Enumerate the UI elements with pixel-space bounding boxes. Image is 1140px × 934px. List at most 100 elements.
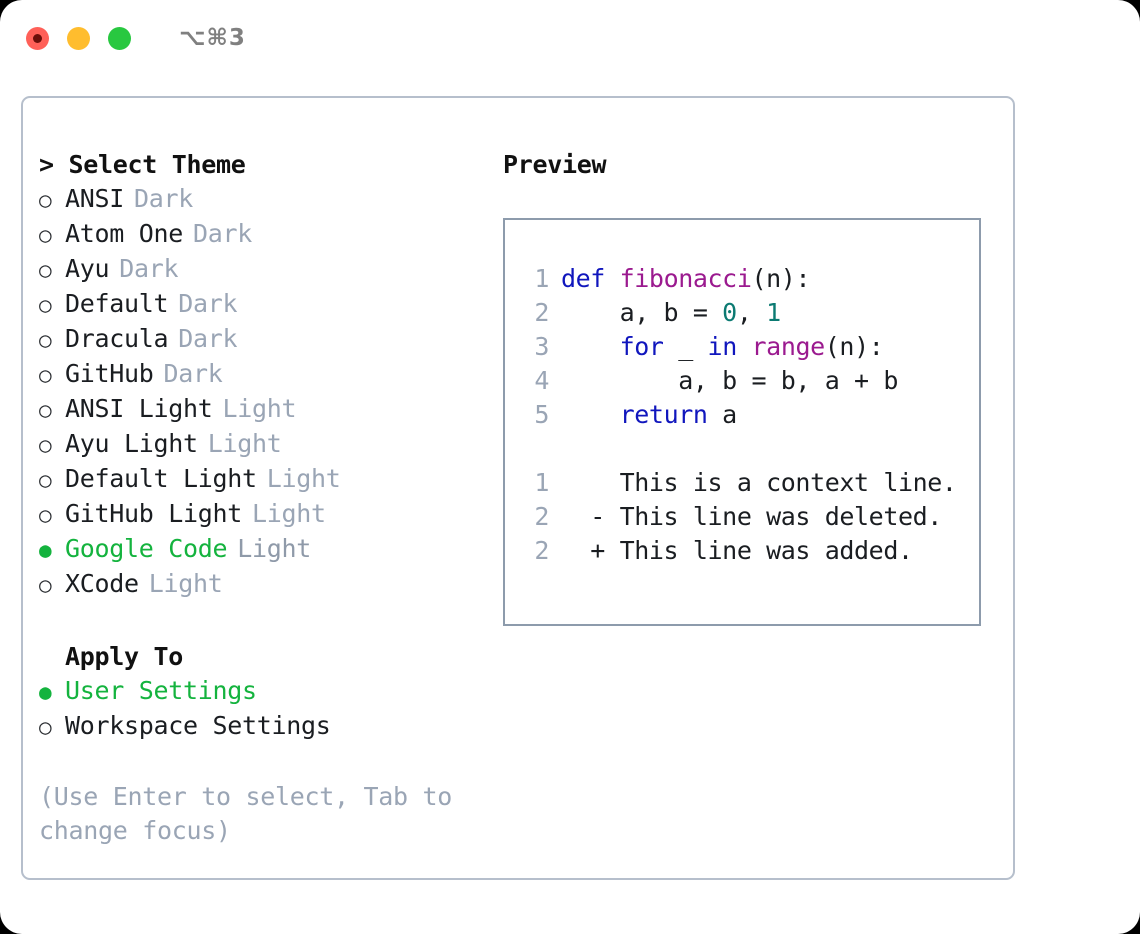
code-line-number: 2 (534, 298, 549, 327)
theme-option-kind: Light (207, 429, 282, 458)
code-line: 2 a, b = 0, 1 (527, 296, 979, 330)
preview-title: Preview (503, 150, 607, 179)
code-line-number: 1 (534, 264, 549, 293)
select-theme-header: > Select Theme (39, 150, 246, 179)
diff-line-text: + This line was added. (561, 536, 913, 565)
diff-line-del: 2 - This line was deleted. (527, 500, 979, 534)
theme-option-kind: Dark (119, 254, 179, 283)
code-token-fn: range (751, 332, 826, 361)
theme-option-kind: Dark (134, 184, 194, 213)
code-token-kw: return (619, 400, 708, 429)
code-line-number: 3 (534, 332, 549, 361)
radio-unselected-icon: ○ (39, 258, 52, 282)
code-line: 5 return a (527, 398, 979, 432)
theme-option-name: ANSI (65, 184, 125, 213)
apply-to-option-name: Workspace Settings (65, 711, 331, 740)
radio-unselected-icon: ○ (39, 398, 52, 422)
radio-selected-icon: ● (39, 680, 52, 704)
radio-selected-icon: ● (39, 538, 52, 562)
code-token-kw: in (707, 332, 738, 361)
theme-option-kind: Dark (193, 219, 253, 248)
diff-line-add: 2 + This line was added. (527, 534, 979, 568)
theme-option-name: Ayu Light (65, 429, 198, 458)
code-token-pl: _ (663, 332, 708, 361)
theme-option-name: Google Code (65, 534, 228, 563)
title-bar: ⌥⌘3 (0, 0, 1140, 76)
diff-line-number: 1 (534, 468, 549, 497)
radio-unselected-icon: ○ (39, 328, 52, 352)
code-line-source: for _ in range(n): (561, 330, 884, 364)
code-token-pl (737, 332, 752, 361)
theme-option-ansi[interactable]: ○ ANSI Dark (39, 182, 503, 217)
theme-option-name: ANSI Light (65, 394, 213, 423)
radio-unselected-icon: ○ (39, 468, 52, 492)
theme-option-ansi-light[interactable]: ○ ANSI Light Light (39, 392, 503, 427)
code-spacer (527, 432, 979, 466)
theme-option-kind: Light (222, 394, 297, 423)
code-token-num: 0 (722, 298, 737, 327)
maximize-button[interactable] (108, 26, 131, 50)
theme-option-kind: Light (148, 569, 223, 598)
code-line-source: def fibonacci(n): (561, 262, 810, 296)
keyboard-hint-text: (Use Enter to select, Tab to change focu… (39, 782, 453, 845)
code-line-source: return a (561, 398, 738, 432)
theme-option-google-code[interactable]: ● Google Code Light (39, 532, 503, 567)
theme-option-name: Dracula (65, 324, 169, 353)
theme-option-dracula[interactable]: ○ Dracula Dark (39, 322, 503, 357)
theme-option-kind: Dark (163, 359, 223, 388)
code-token-pl: a, b = b, a + b (561, 366, 898, 395)
theme-option-kind: Light (237, 534, 312, 563)
radio-unselected-icon: ○ (39, 223, 52, 247)
keyboard-shortcut-label: ⌥⌘3 (179, 25, 246, 51)
code-token-kw: def (561, 264, 620, 293)
code-token-pl (561, 332, 620, 361)
code-token-pl: a, b = (561, 298, 723, 327)
apply-to-option-workspace-settings[interactable]: ○ Workspace Settings (39, 709, 503, 744)
code-token-pl: (n): (824, 332, 884, 361)
radio-unselected-icon: ○ (39, 715, 52, 739)
theme-option-name: Default Light (65, 464, 257, 493)
apply-to-option-user-settings[interactable]: ● User Settings (39, 674, 503, 709)
diff-line-number: 2 (534, 502, 549, 531)
code-line-source: a, b = b, a + b (561, 364, 898, 398)
theme-option-default[interactable]: ○ Default Dark (39, 287, 503, 322)
close-button[interactable] (26, 26, 49, 50)
code-line: 4 a, b = b, a + b (527, 364, 979, 398)
close-button-core (33, 33, 42, 43)
theme-option-kind: Light (252, 499, 326, 528)
theme-option-name: XCode (65, 569, 139, 598)
code-token-pl: , (736, 298, 767, 327)
apply-to-option-name: User Settings (65, 676, 257, 705)
radio-unselected-icon: ○ (39, 293, 52, 317)
apply-to-header: Apply To (65, 642, 184, 671)
diff-block: 1 This is a context line. 2 - This line w… (527, 466, 979, 568)
code-token-pl: a (707, 400, 737, 429)
theme-option-kind: Dark (178, 324, 238, 353)
theme-option-name: Ayu (65, 254, 110, 283)
theme-option-name: GitHub (65, 359, 154, 388)
theme-option-name: Default (65, 289, 169, 318)
code-token-fn: fibonacci (619, 264, 752, 293)
radio-unselected-icon: ○ (39, 188, 52, 212)
diff-line-text: This is a context line. (561, 468, 957, 497)
theme-option-kind: Dark (178, 289, 238, 318)
diff-line-number: 2 (534, 536, 549, 565)
code-line-number: 4 (534, 366, 549, 395)
theme-option-ayu[interactable]: ○ Ayu Dark (39, 252, 503, 287)
minimize-button[interactable] (67, 26, 90, 50)
code-token-pl (561, 400, 620, 429)
code-token-kw: for (619, 332, 664, 361)
code-token-pl: (n): (751, 264, 811, 293)
